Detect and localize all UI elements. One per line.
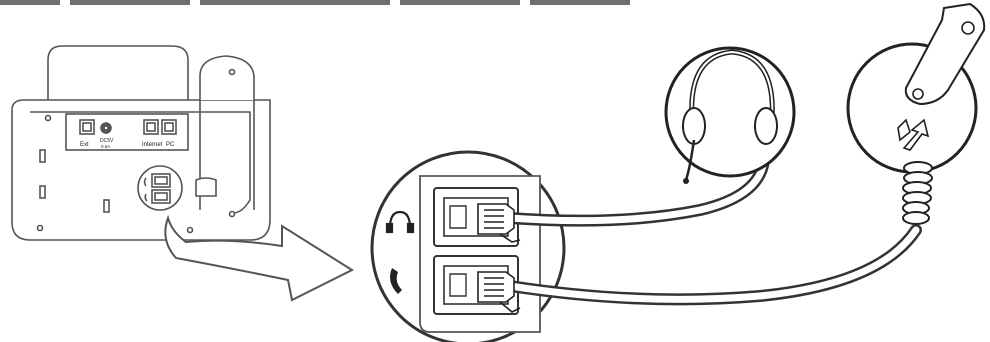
phone-back-view: [11, 45, 271, 241]
phone-stand: [47, 45, 189, 102]
port-highlight-circle: [137, 165, 183, 211]
port-closeup: [370, 150, 566, 342]
headset-plug: [477, 203, 521, 243]
handset-cradle: [199, 55, 255, 100]
port-label-power: DC5V: [100, 138, 114, 144]
zoom-arrow-icon: [164, 214, 355, 302]
port-label-pc: PC: [166, 142, 175, 148]
handset-callout: [846, 2, 986, 174]
headset-cable: [504, 154, 770, 227]
handset-cable: [504, 224, 922, 306]
insert-arrow-icon: [902, 118, 930, 151]
port-label-internet: Internet: [142, 142, 163, 148]
handset-plug: [477, 271, 521, 313]
cropped-heading-fragment: [0, 0, 630, 5]
port-label-power-sub: 0.6A: [101, 144, 110, 149]
coiled-cord: [902, 161, 933, 225]
headset-icon: [385, 210, 415, 234]
headset-callout: [664, 46, 796, 184]
port-label-ext: Ext: [80, 142, 89, 148]
handset-icon: [390, 268, 402, 294]
